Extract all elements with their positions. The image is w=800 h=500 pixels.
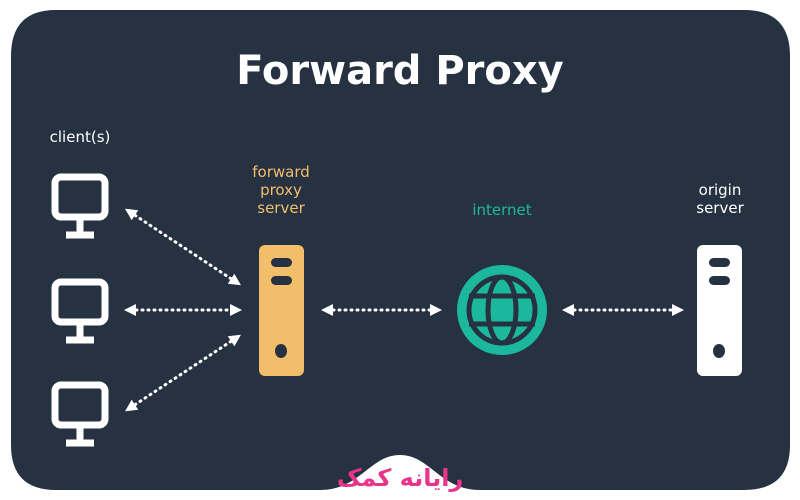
diagram-title: Forward Proxy — [236, 48, 564, 94]
origin-label: origin — [699, 181, 742, 199]
origin-label: server — [696, 199, 744, 217]
globe-icon — [457, 265, 547, 355]
clients-label: client(s) — [50, 128, 111, 146]
internet-label: internet — [472, 201, 531, 219]
client-monitor-icon — [51, 173, 109, 239]
proxy-server-icon — [259, 245, 304, 376]
client-monitor-icon — [51, 381, 109, 447]
proxy-label: proxy — [260, 181, 302, 199]
proxy-label: forward — [252, 163, 310, 181]
watermark-logo: رایانه کمک — [337, 464, 464, 492]
proxy-label: server — [257, 199, 305, 217]
origin-server-icon — [697, 245, 742, 376]
client-monitor-icon — [51, 278, 109, 344]
